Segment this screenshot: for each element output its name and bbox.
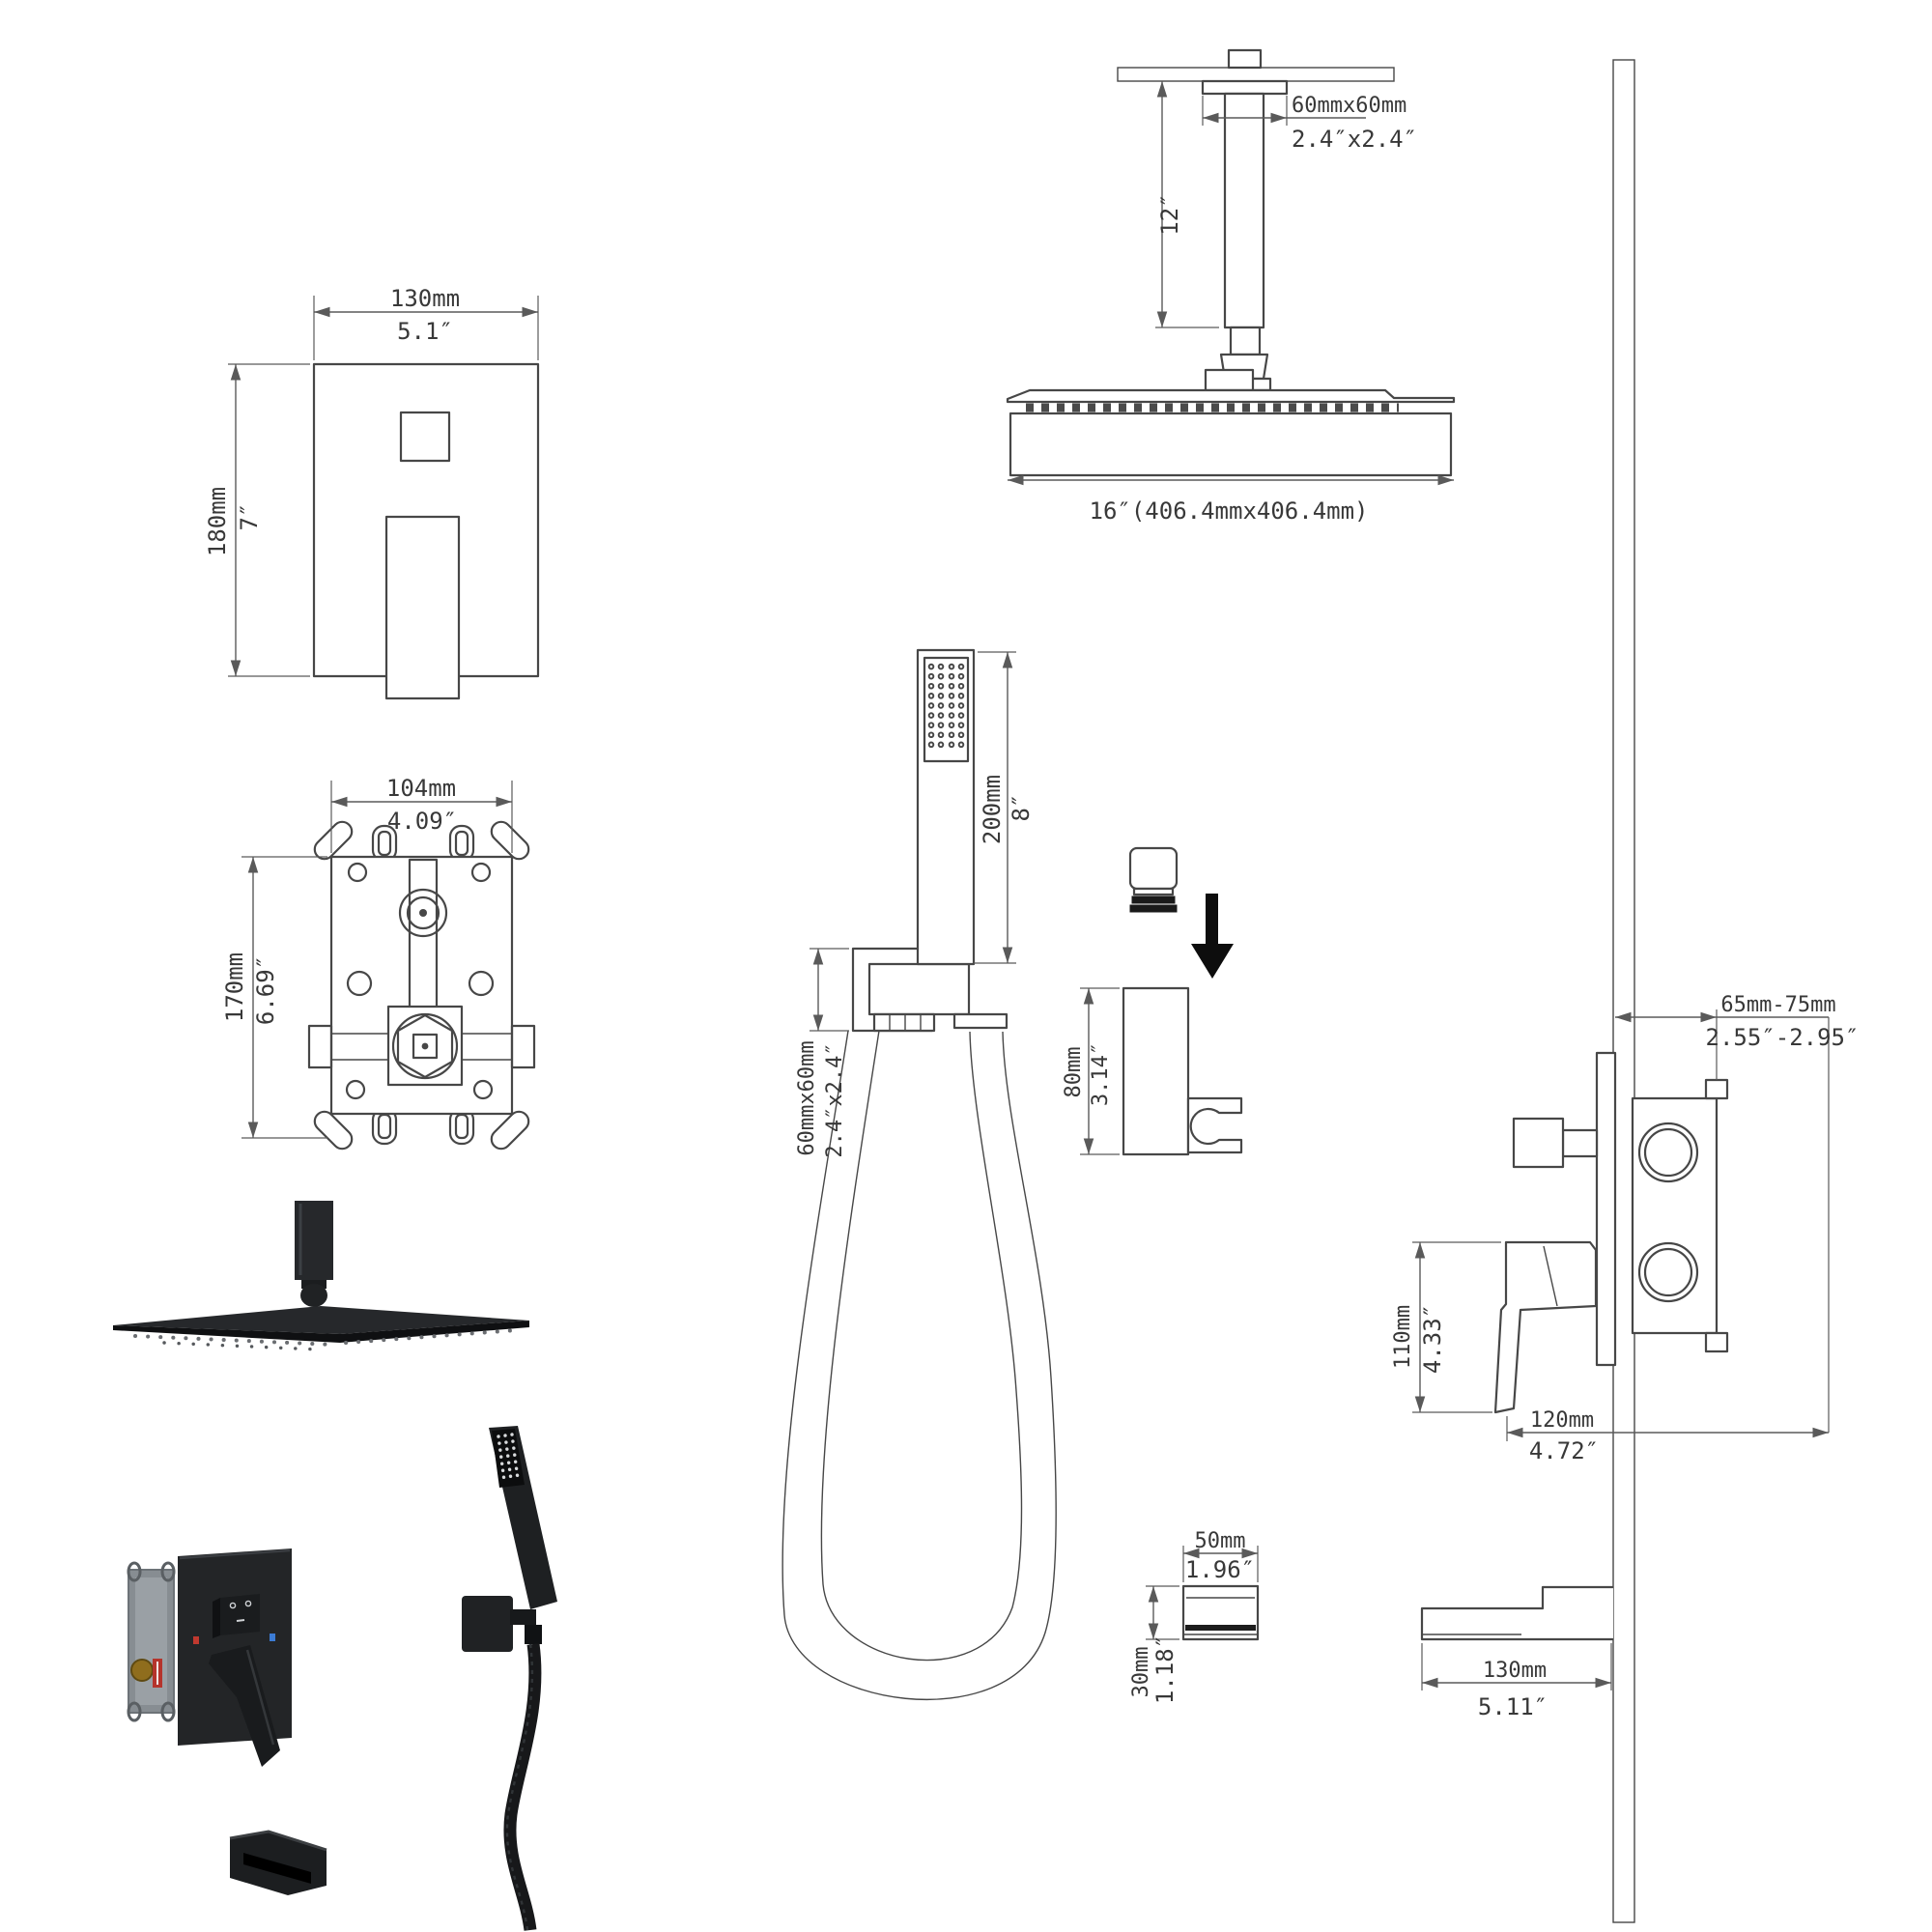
diverter-button [399,411,451,463]
wand-length-in: 8″ [1008,794,1035,822]
rough-in-width-in: 4.09″ [387,808,457,835]
arm-length-in: 12″ [1156,193,1183,235]
trim-width-in: 5.1″ [397,318,453,345]
wand-length-mm: 200mm [979,775,1006,844]
photo-spout-channel [243,1853,311,1884]
union-height-mm: 30mm [1129,1647,1153,1698]
arm-flange-mm: 60mmx60mm [1292,94,1406,118]
lever-handle-side [1493,1240,1598,1414]
photo-brass-port [130,1659,154,1682]
photo-hose [503,1643,542,1931]
trim-width-mm: 130mm [390,285,460,312]
rain-head-side-view: 16″(406.4mmx406.4mm) [1006,368,1456,525]
union-width-mm: 50mm [1195,1529,1246,1553]
handle-height-mm: 110mm [1391,1305,1415,1369]
photo-trim-plate [178,1548,292,1746]
hand-shower-wand [916,648,976,966]
valve-depth-in: 2.55″-2.95″ [1706,1024,1860,1051]
bracket-size-in: 2.4″x2.4″ [823,1042,847,1157]
hose-outer [781,1030,1057,1701]
photo-waterfall-spout [229,1830,327,1895]
union-width-in: 1.96″ [1185,1556,1255,1583]
spout-profile [1420,1585,1613,1641]
valve-width-mm: 120mm [1530,1408,1594,1433]
diverter-knob-side [1512,1117,1565,1169]
union-height-in: 1.18″ [1151,1634,1179,1704]
valve-width-in: 4.72″ [1529,1437,1599,1464]
hose-adapter-view [1128,846,1179,913]
union-nut-body [1181,1584,1260,1641]
holder-clip [1186,1096,1243,1154]
rough-in-height-in: 6.69″ [252,955,279,1025]
photo-rain-head-black [113,1201,529,1351]
ceiling-flange [1201,79,1289,96]
holder-body [1122,986,1190,1156]
trim-plate-front-view: 130mm 5.1″ 180mm 7″ [204,285,540,700]
shower-arm [1223,92,1265,329]
valve-side-view: 65mm-75mm 2.55″-2.95″ 110mm 4.33″ 120mm … [1391,993,1859,1464]
ceiling-arm-view: 60mmx60mm 2.4″x2.4″ 12″ [1117,48,1417,392]
photo-hot-mark [193,1636,199,1644]
lever-handle [384,515,461,700]
spout-side-view: 130mm 5.11″ [1420,1585,1613,1720]
rain-head-size: 16″(406.4mmx406.4mm) [1090,497,1369,525]
photo-valve-trim-black [127,1548,292,1767]
arm-flange-in: 2.4″x2.4″ [1292,126,1417,153]
wand-spray-face [923,656,970,763]
spout-length-in: 5.11″ [1478,1693,1548,1720]
union-nut-view: 50mm 1.96″ 30mm 1.18″ [1129,1529,1260,1704]
photo-wall-bracket [462,1596,513,1652]
photo-head-nozzles-row1 [133,1334,335,1347]
holder-height-mm: 80mm [1062,1047,1086,1098]
insert-arrow [1191,894,1234,979]
spout-length-mm: 130mm [1483,1659,1547,1683]
handle-height-in: 4.33″ [1419,1304,1446,1374]
holder-block [867,962,971,1016]
rough-in-height-mm: 170mm [221,952,248,1022]
photo-head-edge [113,1321,529,1343]
hand-shower-view: 200mm 8″ 60mmx60mm 2.4″x2.4″ [781,648,1057,1701]
photo-cold-mark [270,1634,275,1641]
wall-section-hatched [1612,59,1635,1923]
holder-height-in: 3.14″ [1089,1042,1113,1106]
photo-handheld-black [462,1426,557,1931]
handheld-holder-view: 80mm 3.14″ [1062,986,1243,1156]
valve-depth-mm: 65mm-75mm [1720,993,1835,1017]
hose-inner [820,1030,1023,1662]
bracket-size-mm: 60mmx60mm [795,1040,819,1155]
photo-lever-handle [209,1645,280,1767]
photo-head-top [113,1306,529,1334]
trim-height-mm: 180mm [204,487,231,556]
rough-in-width-mm: 104mm [386,775,456,802]
trim-plate-side [1595,1051,1617,1367]
photo-diverter-button [220,1594,260,1635]
trim-height-in: 7″ [236,503,263,531]
rough-in-valve-view: 104mm 4.09″ 170mm 6.69″ [221,775,536,1151]
